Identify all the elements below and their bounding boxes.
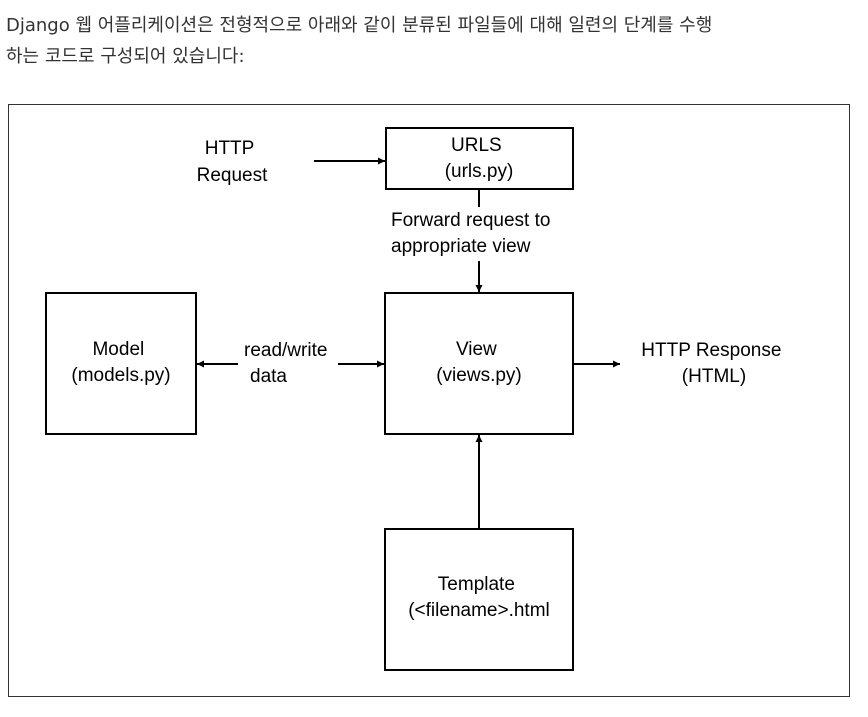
view-box-label: View (views.py) <box>436 339 522 386</box>
template-box-label: Template (<filename>.html <box>408 574 550 621</box>
http-request-label: HTTP Request <box>197 138 268 186</box>
readwrite-label: read/write data <box>244 340 333 387</box>
template-box <box>384 528 574 671</box>
intro-text: Django 웹 어플리케이션은 전형적으로 아래와 같이 분류된 파일들에 대… <box>6 10 856 72</box>
model-box <box>45 292 197 435</box>
forward-request-label: Forward request to appropriate view <box>391 210 556 257</box>
urls-box-label: URLS (urls.py) <box>445 135 514 182</box>
http-response-label: HTTP Response (HTML) <box>641 340 786 387</box>
intro-line-2: 하는 코드로 구성되어 있습니다: <box>6 46 245 67</box>
diagram-frame <box>8 104 850 697</box>
intro-line-1: Django 웹 어플리케이션은 전형적으로 아래와 같이 분류된 파일들에 대… <box>6 15 713 36</box>
model-box-label: Model (models.py) <box>71 339 170 386</box>
urls-box <box>385 127 574 190</box>
view-box <box>384 292 574 435</box>
